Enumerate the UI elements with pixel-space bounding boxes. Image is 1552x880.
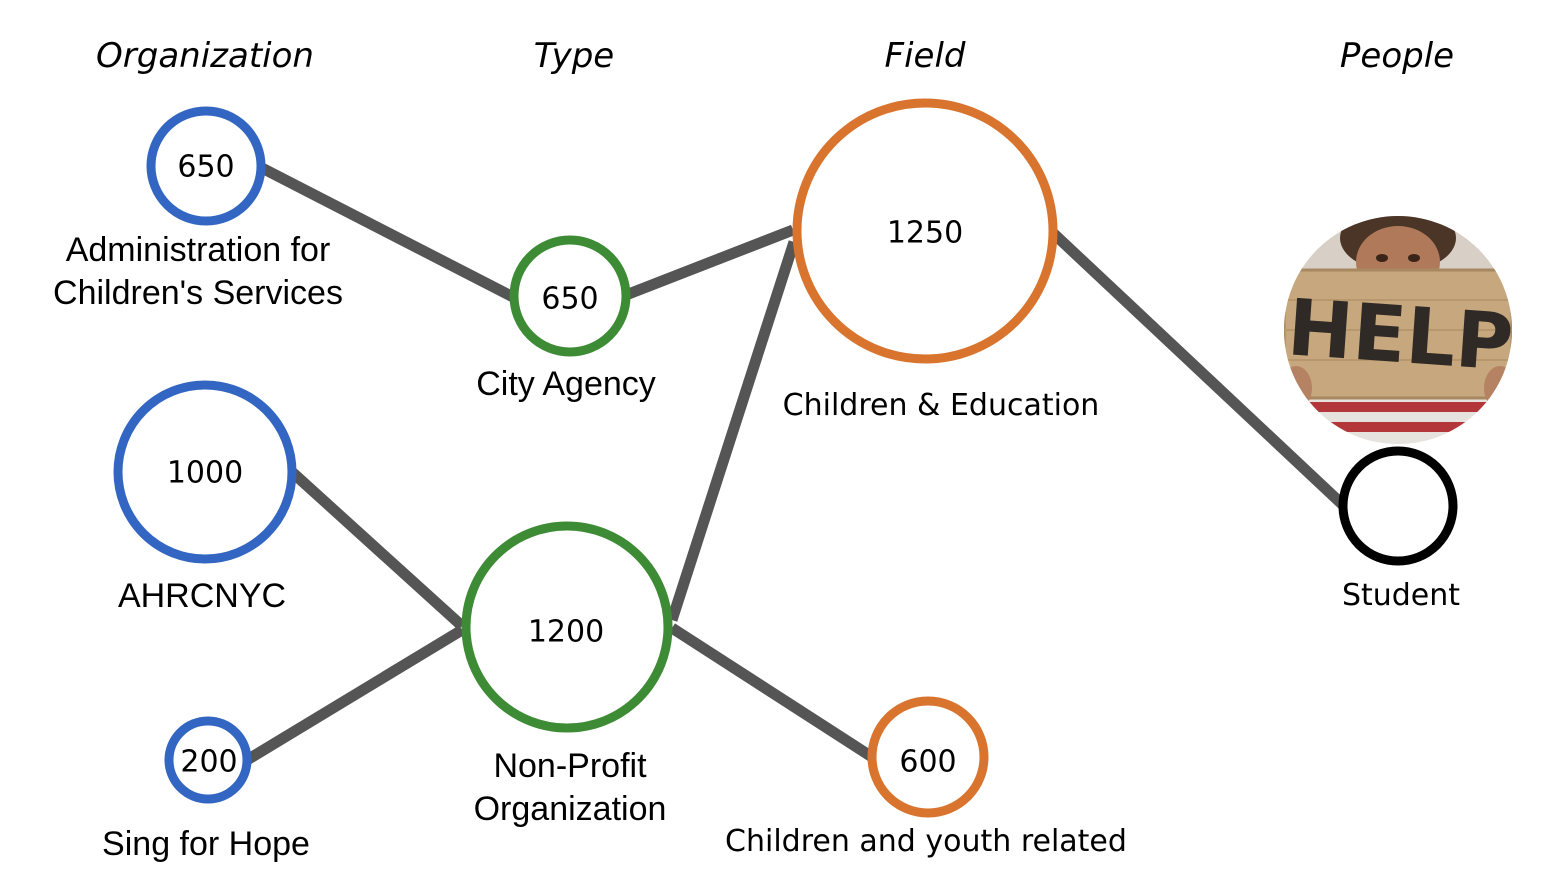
node-sing-for-hope-label: Sing for Hope (102, 825, 310, 863)
edge-non-profit-children-education (666, 240, 800, 622)
node-ahrcnyc-value: 1000 (167, 456, 243, 491)
edge-city-agency-children-education (624, 224, 795, 301)
node-children-youth-value: 600 (899, 745, 956, 780)
node-city-agency-label: City Agency (476, 365, 656, 403)
child-help-sign-photo: HELP (1284, 216, 1516, 444)
edge-ahrcnyc-non-profit (288, 467, 466, 631)
node-sing-for-hope-value: 200 (180, 745, 237, 780)
node-acs-label-line2: Children's Services (53, 274, 343, 312)
node-city-agency-value: 650 (541, 282, 598, 317)
node-non-profit-circle (461, 521, 673, 733)
node-student-circle (1338, 446, 1458, 566)
node-non-profit-label: Non-Profit Organization (474, 745, 667, 831)
node-non-profit-label-line2: Organization (473, 790, 667, 828)
edge-sing-for-hope-non-profit (244, 625, 465, 765)
column-header-organization: Organization (96, 36, 314, 76)
edge-non-profit-children-youth (669, 623, 875, 762)
node-acs-value: 650 (177, 150, 234, 185)
help-sign-text: HELP (1285, 283, 1516, 389)
node-children-youth-label: Children and youth related (725, 824, 1127, 859)
edge-children-education-student (1048, 227, 1348, 511)
node-city-agency-circle (509, 235, 631, 357)
column-header-type: Type (533, 36, 615, 76)
node-acs-label-line1: Administration for (65, 231, 331, 269)
node-sing-for-hope-circle (164, 716, 252, 804)
node-children-education-circle (792, 98, 1058, 364)
node-non-profit-value: 1200 (528, 615, 604, 650)
node-acs-circle (146, 106, 266, 226)
column-header-people: People (1339, 36, 1455, 76)
node-ahrcnyc-label: AHRCNYC (117, 577, 287, 615)
node-children-education-label: Children & Education (782, 388, 1100, 423)
edge-acs-city-agency (259, 163, 516, 302)
node-children-youth-circle (867, 696, 989, 818)
node-non-profit-label-line1: Non-Profit (493, 747, 647, 785)
column-header-field: Field (884, 36, 966, 76)
node-student-label: Student (1341, 578, 1461, 613)
node-ahrcnyc-circle (113, 380, 297, 564)
node-acs-label: Administration for Children's Services (53, 229, 343, 315)
node-children-education-value: 1250 (887, 216, 963, 251)
